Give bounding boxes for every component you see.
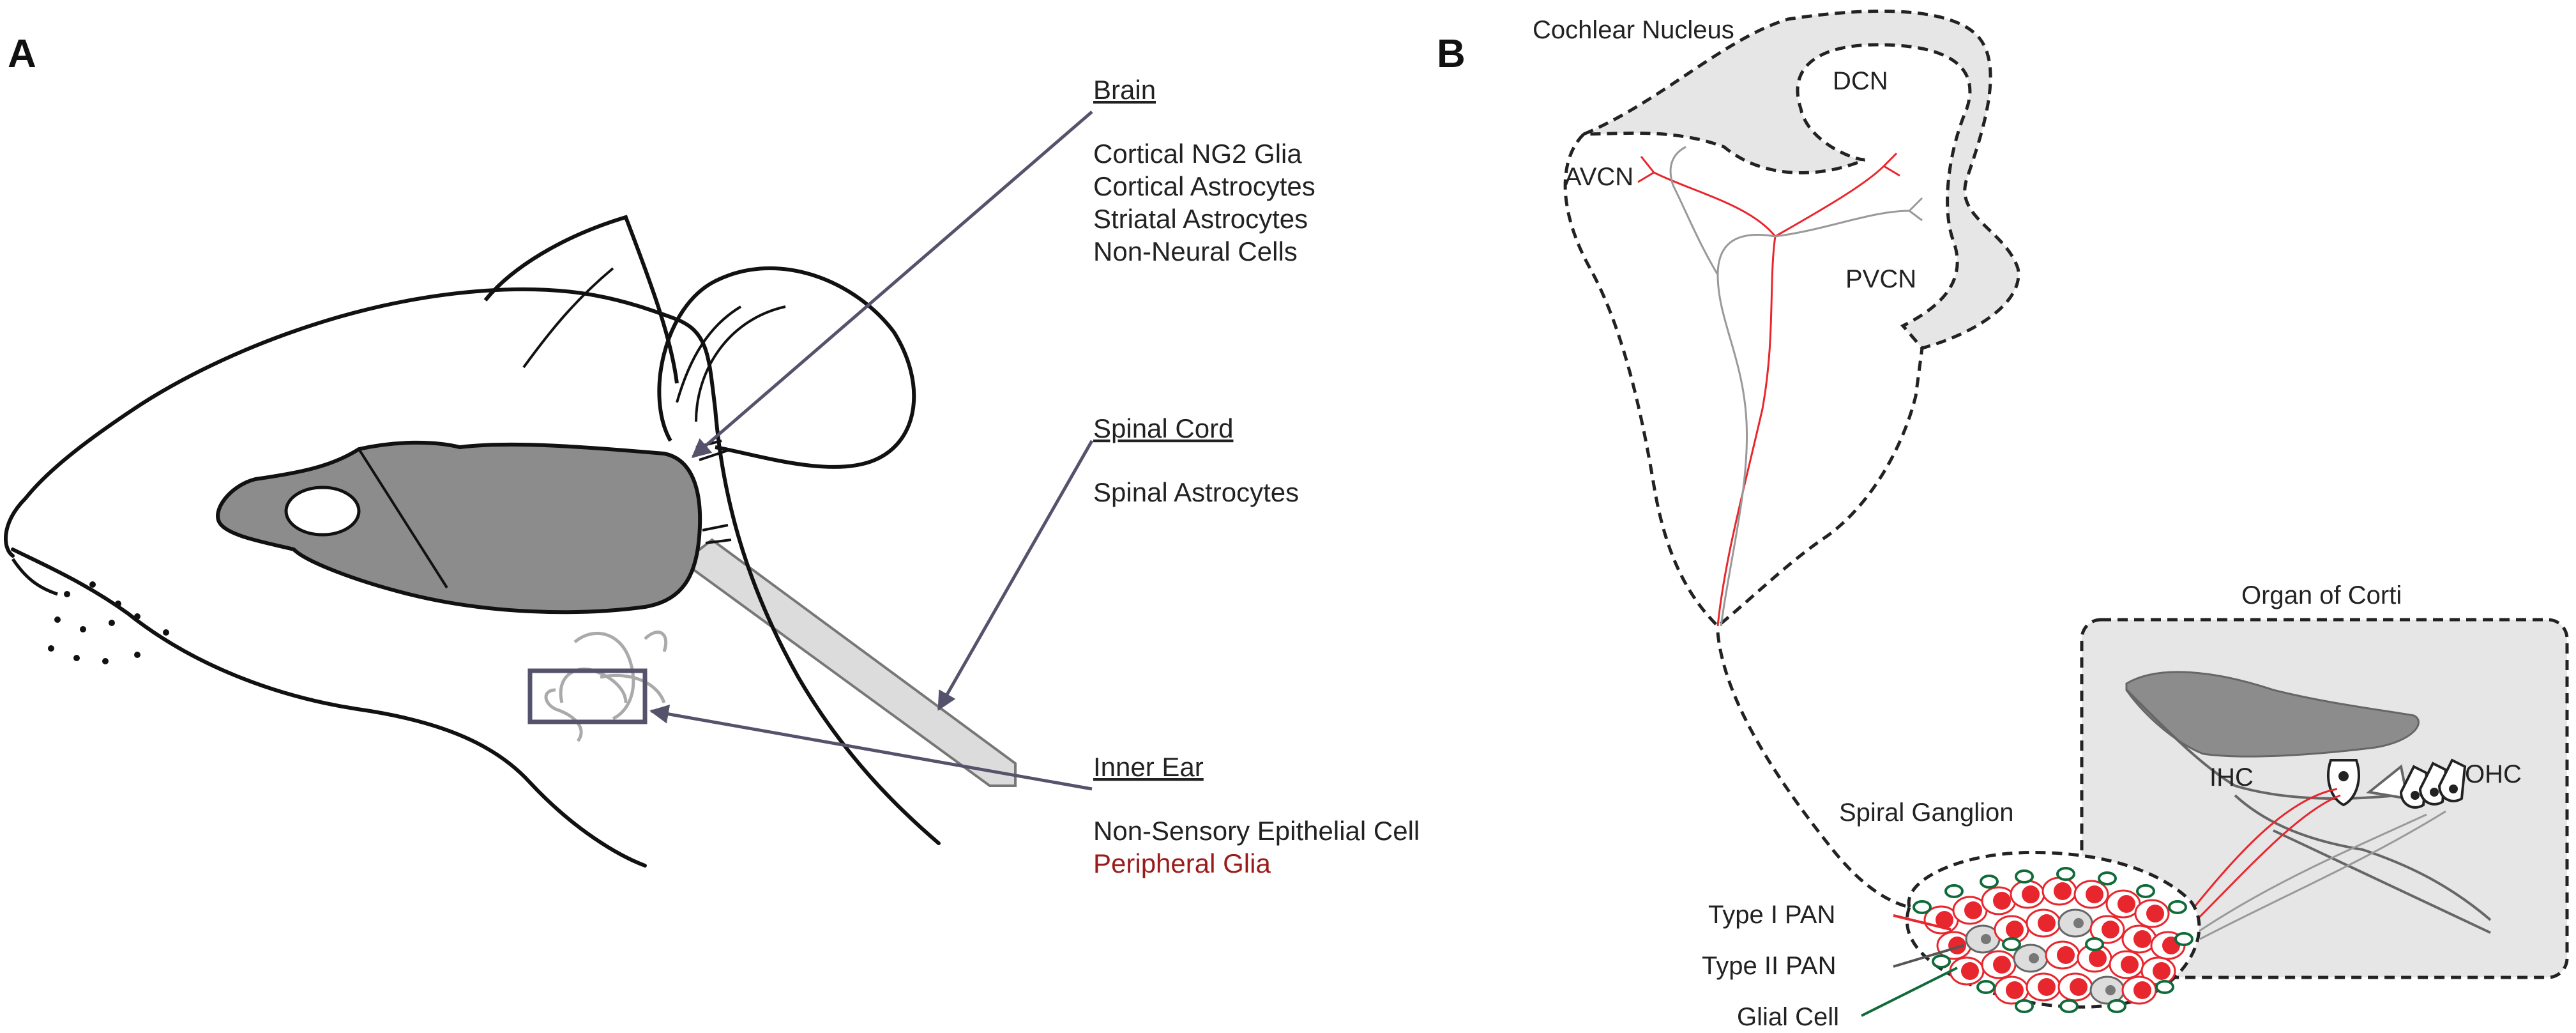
glial-cell-label: Glial Cell xyxy=(1737,1003,1839,1031)
glial-cell xyxy=(2098,871,2117,885)
spinal-cord-label-block: Spinal Cord Spinal Astrocytes xyxy=(1093,413,1299,507)
cell-nucleus xyxy=(1981,934,1991,944)
cell-nucleus xyxy=(2038,914,2056,932)
glial-cell xyxy=(2155,980,2174,994)
brain-heading: Brain xyxy=(1093,75,1156,105)
ihc-label: IHC xyxy=(2209,763,2254,792)
outer-hair-cells xyxy=(2399,758,2467,809)
cell-nucleus xyxy=(1961,962,1979,980)
cell-nucleus xyxy=(2029,953,2039,963)
cochlear-nucleus: Cochlear Nucleus DCN AVCN PVCN xyxy=(1533,10,2020,629)
inner-ear-sketch xyxy=(544,631,668,742)
tectorial-membrane xyxy=(2125,671,2420,758)
nerve-connection xyxy=(1716,632,1910,909)
brain-item: Striatal Astrocytes xyxy=(1093,204,1308,234)
cell-nucleus xyxy=(2146,905,2164,922)
inner-ear-box xyxy=(527,668,648,724)
cell-nucleus xyxy=(2089,949,2107,967)
spinal-cord-pointer xyxy=(937,440,1094,711)
dcn-label: DCN xyxy=(1833,67,1888,95)
cell-nucleus xyxy=(2057,946,2075,964)
eye xyxy=(284,486,361,537)
whisker-dots xyxy=(48,581,169,664)
organ-of-corti: Organ of Corti IHC OHC xyxy=(2080,581,2569,979)
glial-cell xyxy=(2085,937,2104,951)
ganglion-cells xyxy=(1913,867,2193,1013)
inner-ear-heading: Inner Ear xyxy=(1093,752,1204,782)
cell-nucleus xyxy=(1964,901,1982,919)
cell-nucleus xyxy=(2118,895,2135,913)
glial-cell xyxy=(1913,900,1932,914)
glial-cell xyxy=(1944,884,1964,898)
type-2-pan-label: Type II PAN xyxy=(1702,952,1836,980)
glial-cell xyxy=(2015,999,2034,1013)
glial-cell xyxy=(2136,884,2155,898)
cell-nucleus xyxy=(1993,956,2011,974)
cell-nucleus xyxy=(2054,882,2072,900)
glial-cell xyxy=(2056,867,2075,881)
auditory-nerve-fibers xyxy=(1637,146,1923,627)
glial-cell xyxy=(1980,875,1999,889)
cochlear-nucleus-label: Cochlear Nucleus xyxy=(1533,16,1734,44)
spinal-cord-item: Spinal Astrocytes xyxy=(1093,477,1299,507)
cell-nucleus xyxy=(1936,911,1953,929)
cell-nucleus xyxy=(2006,981,2024,999)
avcn-label: AVCN xyxy=(1565,163,1633,191)
ganglion-to-hair-cell-fibers xyxy=(2183,788,2446,940)
cell-nucleus xyxy=(1993,892,2011,910)
glial-cell xyxy=(2174,932,2193,946)
cell-nucleus xyxy=(2086,885,2103,903)
ohc-label: OHC xyxy=(2465,760,2522,788)
spinal-cord-heading: Spinal Cord xyxy=(1093,413,1233,443)
panel-a-letter: A xyxy=(8,32,36,76)
cell-nucleus xyxy=(2022,885,2040,903)
glial-cell xyxy=(2015,869,2034,884)
inner-ear-pointer xyxy=(649,704,1093,791)
cell-nucleus xyxy=(2133,930,2151,948)
cell-nucleus xyxy=(2073,918,2084,928)
brain-label-block: Brain Cortical NG2 Glia Cortical Astrocy… xyxy=(1093,75,1315,266)
glial-cell xyxy=(1976,980,1996,994)
mouse-head-drawing xyxy=(4,215,1017,868)
cochlear-nucleus-gray-band xyxy=(1583,10,2020,350)
cell-nucleus xyxy=(2006,921,2024,938)
organ-of-corti-label: Organ of Corti xyxy=(2241,581,2402,609)
peripheral-glia-label: Peripheral Glia xyxy=(1093,848,1271,878)
cell-nucleus xyxy=(2121,956,2139,974)
brain-item: Cortical Astrocytes xyxy=(1093,171,1315,201)
cochlear-nucleus-outline xyxy=(1563,133,1924,629)
cell-nucleus xyxy=(2153,962,2171,980)
snout-outline xyxy=(4,407,136,558)
glial-cell xyxy=(2107,999,2126,1013)
cell-nucleus xyxy=(2102,921,2119,938)
brain-region xyxy=(216,440,702,615)
panel-b-letter: B xyxy=(1437,32,1466,76)
brain-pointer xyxy=(691,111,1093,458)
cell-nucleus xyxy=(2038,978,2056,996)
ganglion-legend: Type I PAN Type II PAN Glial Cell xyxy=(1702,901,1964,1031)
glial-cell xyxy=(1932,954,1951,968)
inner-ear-item: Non-Sensory Epithelial Cell xyxy=(1093,816,1420,846)
inner-ear-label-block: Inner Ear Non-Sensory Epithelial Cell Pe… xyxy=(1093,752,1420,878)
cell-nucleus xyxy=(2070,978,2087,996)
inner-hair-cell xyxy=(2327,759,2360,807)
front-ear xyxy=(657,266,916,469)
glial-cell xyxy=(2168,900,2187,914)
pvcn-label: PVCN xyxy=(1845,265,1916,293)
pointer-lines xyxy=(649,111,1094,791)
spiral-ganglion-label: Spiral Ganglion xyxy=(1839,799,2014,827)
glial-cell xyxy=(2059,999,2079,1013)
brain-item: Cortical NG2 Glia xyxy=(1093,139,1302,169)
type-1-pan-label: Type I PAN xyxy=(1708,901,1835,929)
glial-cell xyxy=(2002,937,2021,951)
spiral-ganglion: Spiral Ganglion xyxy=(1839,799,2201,1013)
cell-nucleus xyxy=(2105,985,2116,995)
back-ear xyxy=(483,215,679,384)
cell-nucleus xyxy=(2133,981,2151,999)
brain-item: Non-Neural Cells xyxy=(1093,236,1298,266)
